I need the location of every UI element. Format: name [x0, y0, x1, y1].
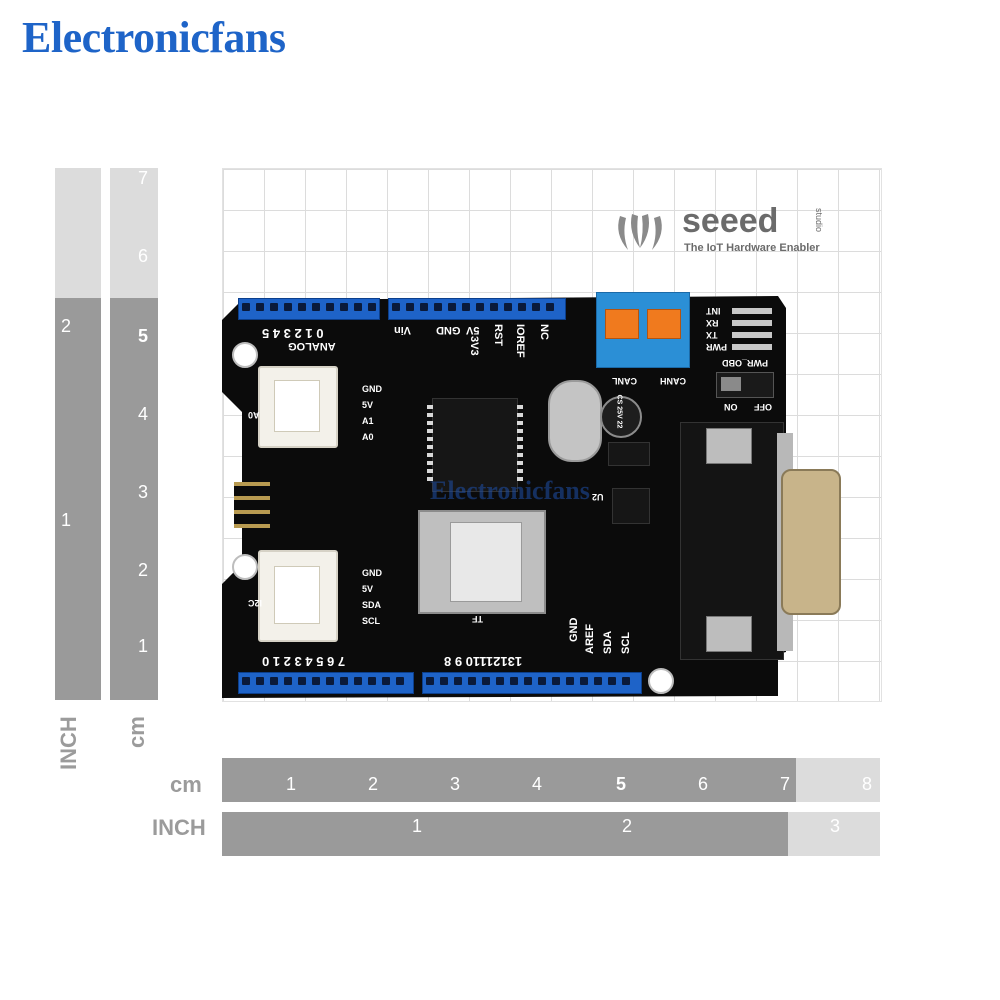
power-pin-3v3: 3V3 — [468, 336, 480, 356]
vertical-cm-ruler: 7 6 5 4 3 2 1 — [110, 168, 158, 700]
horizontal-inch-ruler: 1 2 3 — [222, 812, 880, 856]
icsp-pins — [234, 482, 270, 528]
grove-a0-pin-a1: A1 — [362, 416, 374, 426]
mounting-hole — [232, 342, 258, 368]
digital-header-high — [422, 672, 642, 694]
capacitor-label: CS 25V 22 — [615, 394, 623, 429]
horizontal-cm-label: cm — [170, 772, 202, 797]
power-switch[interactable] — [716, 372, 774, 398]
seeed-studio-sub: studio — [814, 208, 824, 233]
can-bus-shield-board: 0 1 2 3 4 5 ANALOG Vin GND 5V 3V3 RST IO… — [222, 292, 841, 702]
vruler-cm-tick-1: 1 — [138, 636, 149, 656]
power-pin-vin: Vin — [394, 324, 411, 336]
analog-header — [238, 298, 380, 320]
grove-i2c-pin-5v: 5V — [362, 584, 374, 594]
chip-u2-label: U2 — [592, 492, 604, 502]
vruler-cm-tick-3: 3 — [138, 482, 149, 502]
can-terminal-block — [596, 292, 690, 368]
power-header — [388, 298, 566, 320]
right-top-label-scl: SCL — [620, 632, 632, 654]
horizontal-inch-label: INCH — [152, 815, 206, 840]
hruler-cm-tick-5: 5 — [616, 774, 627, 794]
vruler-inch-tick-1: 1 — [61, 510, 72, 530]
grove-i2c-pin-gnd: GND — [362, 568, 382, 578]
hruler-inch-tick-3: 3 — [830, 816, 841, 836]
brand-logo-text: Electronicfans — [22, 13, 286, 62]
can-terminal-button[interactable] — [647, 309, 681, 339]
hruler-cm-tick-8: 8 — [862, 774, 873, 794]
grove-i2c-pin-sda: SDA — [362, 600, 382, 610]
vruler-cm-tick-2: 2 — [138, 560, 149, 580]
db9-screw-bottom — [706, 616, 752, 652]
grove-a0-pin-a0: A0 — [362, 432, 374, 442]
digital-pins-right-label: 13121110 9 8 — [444, 654, 523, 669]
seeed-leaf-icon — [618, 214, 662, 250]
board-outline — [222, 296, 786, 698]
voltage-regulator — [608, 442, 650, 466]
tf-card-slot[interactable] — [418, 510, 546, 614]
vertical-inch-ruler: 2 1 — [55, 168, 101, 700]
grove-i2c-name: I2C — [248, 598, 263, 608]
led-label-tx: TX — [706, 330, 718, 340]
vertical-inch-label: INCH — [56, 716, 81, 770]
hruler-cm-tick-4: 4 — [532, 774, 543, 794]
hruler-cm-tick-6: 6 — [698, 774, 709, 794]
grove-a0-pin-gnd: GND — [362, 384, 382, 394]
power-pin-rst: RST — [492, 324, 504, 346]
hruler-cm-tick-2: 2 — [368, 774, 379, 794]
power-pin-5v: 5V — [466, 324, 480, 336]
led-label-rx: RX — [706, 318, 719, 328]
led-label-pwr: PWR — [706, 342, 727, 352]
grove-i2c-pin-scl: SCL — [362, 616, 380, 626]
power-pin-ioref: IOREF — [514, 324, 526, 358]
seeed-wordmark: seeed — [682, 202, 779, 240]
hruler-inch-tick-1: 1 — [412, 816, 423, 836]
electrolytic-capacitor — [600, 396, 642, 438]
grove-connector-i2c[interactable] — [258, 550, 338, 642]
crystal-oscillator — [548, 380, 602, 462]
vruler-cm-tick-5: 5 — [138, 326, 149, 346]
analog-pins-label: 0 1 2 3 4 5 — [262, 326, 324, 341]
power-pin-gnd: GND — [436, 324, 461, 336]
vruler-cm-tick-7: 7 — [138, 168, 149, 188]
hruler-cm-tick-1: 1 — [286, 774, 297, 794]
can-label-canh: CANH — [660, 376, 686, 386]
grove-a0-name: A0 — [248, 410, 260, 420]
switch-label-on: ON — [724, 402, 738, 412]
db9-plug — [781, 469, 841, 615]
mounting-hole — [232, 554, 258, 580]
led-label-int: INT — [706, 306, 721, 316]
hruler-inch-tick-2: 2 — [622, 816, 633, 836]
vertical-cm-label: cm — [124, 716, 149, 748]
can-label-canl: CANL — [612, 376, 637, 386]
grove-connector-a0[interactable] — [258, 366, 338, 448]
horizontal-cm-ruler: 1 2 3 4 5 6 7 8 — [222, 758, 880, 802]
seeed-logo: seeed studio The IoT Hardware Enabler — [612, 202, 842, 256]
power-pin-nc: NC — [538, 324, 550, 340]
switch-label-off: OFF — [754, 402, 772, 412]
switch-label-pwr-obd: PWR_OBD — [722, 358, 769, 368]
hruler-cm-tick-3: 3 — [450, 774, 461, 794]
vruler-inch-tick-2: 2 — [61, 316, 72, 336]
digital-header-low — [238, 672, 414, 694]
chip-u2 — [612, 488, 650, 524]
db9-screw-top — [706, 428, 752, 464]
chip-u1 — [427, 398, 523, 492]
seeed-tagline: The IoT Hardware Enabler — [684, 242, 820, 254]
status-leds: INT RX TX PWR — [706, 306, 778, 358]
vruler-cm-tick-4: 4 — [138, 404, 149, 424]
board-watermark: Electronicfans — [430, 476, 590, 505]
vruler-cm-tick-6: 6 — [138, 246, 149, 266]
grove-a0-pin-5v: 5V — [362, 400, 374, 410]
right-top-label-aref: AREF — [584, 624, 596, 654]
analog-label: ANALOG — [288, 340, 336, 352]
right-top-label-sda: SDA — [602, 630, 614, 654]
right-top-label-gnd: GND — [568, 617, 580, 642]
tf-label: TF — [472, 614, 483, 624]
mounting-hole — [648, 668, 674, 694]
digital-pins-left-label: 7 6 5 4 3 2 1 0 — [262, 654, 346, 669]
can-terminal-button[interactable] — [605, 309, 639, 339]
hruler-cm-tick-7: 7 — [780, 774, 791, 794]
